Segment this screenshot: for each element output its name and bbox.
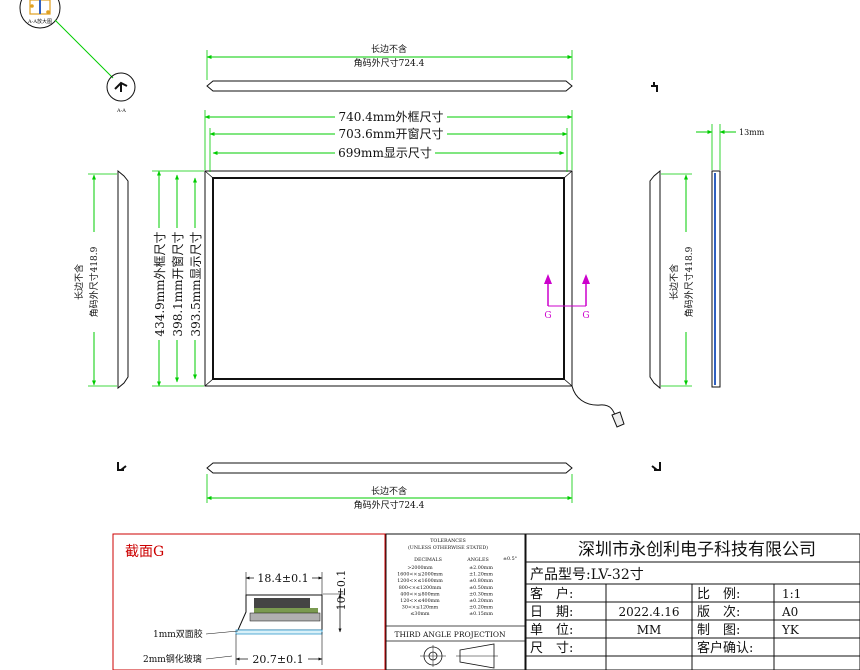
version-label: 版 次: [697, 604, 740, 620]
section-g-panel: 截面G 18.4±0.1 10±0.1 20.7±0.1 1mm双面胶 2mm钢… [112, 533, 386, 670]
tol-range-1: 1600<×≤2000mm [397, 572, 443, 578]
tol-range-4: 400<×≤800mm [400, 591, 440, 597]
tol-title: TOLERANCES [430, 538, 466, 544]
tolerance-block: TOLERANCES (UNLESS OTHERWISE STATED) DEC… [385, 533, 526, 670]
display-height-dim: 393.5mm显示尺寸 [189, 231, 203, 336]
tol-subtitle: (UNLESS OTHERWISE STATED) [408, 544, 488, 551]
section-title: 截面G [125, 544, 164, 560]
version-value: A0 [781, 605, 798, 619]
customer-label: 客 户: [530, 586, 573, 602]
tol-angle-value: ±0.5° [503, 556, 517, 562]
tol-range-0: >2000mm [407, 565, 433, 571]
bottom-edge-view: 长边不含 角码外尺寸724.4 [206, 462, 573, 511]
section-width-top: 18.4±0.1 [257, 572, 308, 585]
detail-marker-label: A-A [116, 108, 126, 114]
tol-value-7: ±0.15mm [469, 611, 493, 617]
thickness-dim: 13mm [739, 128, 765, 137]
unit-value: MM [637, 623, 662, 637]
right-label-1: 长边不含 [668, 264, 680, 300]
tol-col-decimals: DECIMALS [414, 557, 442, 563]
tape-label: 1mm双面胶 [153, 628, 203, 640]
front-view: 740.4mm外框尺寸 703.6mm开窗尺寸 699mm显示尺寸 434.9m… [151, 109, 625, 428]
section-mark-right: G [582, 311, 589, 321]
display-width-dim: 699mm显示尺寸 [338, 146, 432, 160]
tol-col-angles: ANGLES [466, 557, 488, 563]
projection-label: THIRD ANGLE PROJECTION [394, 630, 506, 639]
detail-marker: A-A [106, 72, 136, 114]
section-height: 10±0.1 [335, 570, 348, 611]
corner-marks [117, 82, 661, 471]
date-value: 2022.4.16 [618, 605, 679, 619]
confirm-label: 客户确认: [697, 640, 753, 656]
scale-value: 1:1 [782, 587, 801, 601]
tol-value-3: ±0.50mm [469, 585, 493, 591]
left-label-2: 角码外尺寸418.9 [88, 246, 100, 317]
section-width-bottom: 20.7±0.1 [252, 653, 303, 666]
tol-value-1: ±1.20mm [469, 572, 493, 578]
date-label: 日 期: [530, 605, 573, 620]
tol-range-6: 30<×≤120mm [402, 605, 439, 611]
tol-value-5: ±0.20mm [469, 598, 493, 604]
detail-caption: A-A放大图 [27, 18, 52, 25]
company-name: 深圳市永创利电子科技有限公司 [578, 540, 816, 560]
top-label-1: 长边不含 [371, 43, 407, 55]
tol-value-4: ±0.30mm [469, 591, 493, 597]
tol-value-6: ±0.20mm [469, 605, 493, 611]
size-label: 尺 寸: [530, 641, 573, 656]
detail-view-aa: A-A放大图 [19, 0, 114, 79]
bottom-label-2: 角码外尺寸724.4 [354, 499, 425, 511]
top-label-2: 角码外尺寸724.4 [354, 57, 425, 69]
window-height-dim: 398.1mm开窗尺寸 [171, 231, 185, 336]
title-block: 深圳市永创利电子科技有限公司 产品型号:LV-32寸 客 户: 日 期: 202… [525, 533, 860, 670]
right-edge-view: 长边不含 角码外尺寸418.9 [649, 169, 697, 390]
left-label-1: 长边不含 [73, 264, 85, 300]
glass-label: 2mm钢化玻璃 [143, 653, 202, 665]
tol-range-2: 1200<×≤1600mm [397, 578, 443, 584]
tol-range-7: ≤30mm [410, 611, 430, 617]
drawn-value: YK [781, 623, 800, 637]
tol-value-2: ±0.80mm [469, 578, 493, 584]
frame-width-dim: 740.4mm外框尺寸 [338, 110, 443, 124]
tol-range-5: 120<×≤400mm [400, 598, 440, 604]
left-edge-view: 长边不含 角码外尺寸418.9 [73, 169, 129, 390]
right-label-2: 角码外尺寸418.9 [683, 246, 695, 317]
bottom-label-1: 长边不含 [371, 485, 407, 497]
tol-value-0: ±2.00mm [469, 565, 493, 571]
unit-label: 单 位: [530, 623, 573, 638]
scale-label: 比 例: [697, 587, 740, 602]
top-edge-view: 长边不含 角码外尺寸724.4 [206, 43, 573, 92]
thickness-view: 13mm [696, 124, 765, 388]
tol-range-3: 800<×≤1200mm [399, 585, 442, 591]
drawn-label: 制 图: [697, 623, 740, 638]
section-mark-left: G [544, 311, 551, 321]
frame-height-dim: 434.9mm外框尺寸 [153, 231, 167, 336]
window-width-dim: 703.6mm开窗尺寸 [338, 127, 443, 141]
product-model: 产品型号:LV-32寸 [530, 567, 644, 583]
